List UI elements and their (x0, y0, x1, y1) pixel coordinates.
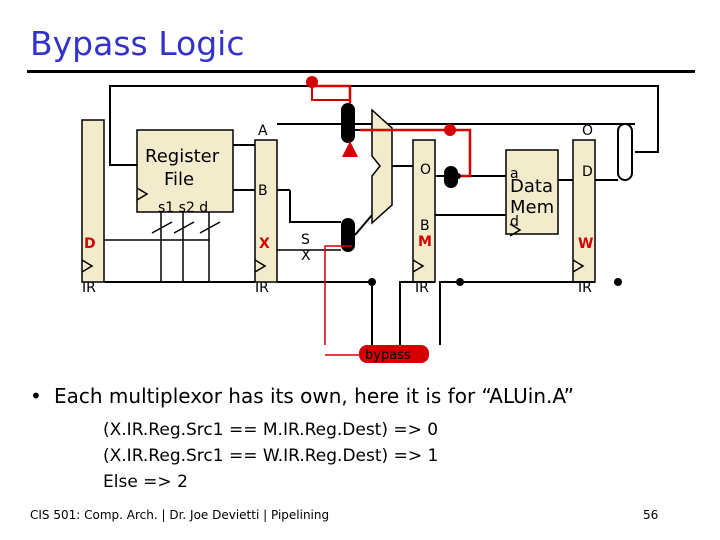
rf-label-line1: Register (145, 146, 220, 167)
label-sx-2: X (301, 248, 311, 264)
label-d-w: D (582, 164, 593, 180)
mux-a (341, 103, 355, 143)
title-rule (27, 70, 695, 73)
label-sx-1: S (301, 232, 310, 248)
condition-3: Else => 2 (103, 472, 188, 492)
label-mem-a: a (510, 166, 519, 182)
register-file-clock (136, 187, 149, 201)
ir-label-d: IR (82, 280, 96, 296)
bullet-section: • Each multiplexor has its own, here it i… (30, 384, 700, 408)
stage-tag-m: M (418, 234, 432, 250)
latch-w (572, 139, 596, 283)
ir-x-dot (368, 278, 376, 286)
rf-label-line2: File (164, 169, 194, 190)
bullet-dot: • (30, 384, 42, 408)
slide-title: Bypass Logic (30, 24, 245, 63)
ir-m-dot (456, 278, 464, 286)
mux-b (341, 218, 355, 252)
ir-w-dot (614, 278, 622, 286)
register-file (136, 129, 234, 213)
writeback-loop (109, 85, 659, 166)
wire-b-path (289, 190, 341, 223)
ir-label-x: IR (255, 280, 269, 296)
latch-x (254, 139, 278, 283)
condition-2: (X.IR.Reg.Src1 == W.IR.Reg.Dest) => 1 (103, 446, 439, 466)
junction-dot-1 (455, 173, 461, 179)
mux-m (444, 166, 458, 188)
ir-label-m: IR (415, 280, 429, 296)
condition-1: (X.IR.Reg.Src1 == M.IR.Reg.Dest) => 0 (103, 420, 439, 440)
label-b-x: B (258, 183, 268, 199)
rf-port-wires (104, 212, 221, 282)
page-number: 56 (643, 508, 659, 522)
latch-clocks (81, 259, 585, 273)
mux-w (617, 123, 633, 181)
alu (371, 108, 393, 225)
footer: CIS 501: Comp. Arch. | Dr. Joe Devietti … (30, 508, 330, 522)
label-o-m: O (420, 162, 431, 178)
bypass-dot-m (444, 124, 456, 136)
stage-tag-d: D (84, 236, 96, 252)
bypass-dot-top (306, 76, 318, 88)
ir-wires (104, 281, 595, 345)
stage-tag-w: W (578, 236, 593, 252)
latch-d (81, 119, 105, 283)
label-b-m: B (420, 218, 430, 234)
bypass-label: bypass (365, 348, 411, 363)
label-o-w: O (582, 123, 593, 139)
rf-ports-label: s1 s2 d (158, 200, 208, 216)
pipeline-diagram: Register File s1 s2 d D IR A B X IR S X … (81, 76, 659, 363)
bullet-item: • Each multiplexor has its own, here it i… (30, 384, 700, 408)
stage-tag-x: X (259, 236, 270, 252)
bypass-box (359, 345, 429, 363)
data-memory-clock (509, 223, 522, 237)
label-mem-mem: Mem (510, 197, 554, 218)
bullet-text: Each multiplexor has its own, here it is… (54, 384, 574, 408)
label-mem-data: Data (510, 176, 553, 197)
ir-label-w: IR (578, 280, 592, 296)
label-mem-d: d (510, 214, 519, 230)
wire-muxb-alu (354, 214, 373, 236)
label-a: A (258, 123, 268, 139)
data-memory (505, 149, 559, 235)
bypass-paths (308, 78, 472, 356)
